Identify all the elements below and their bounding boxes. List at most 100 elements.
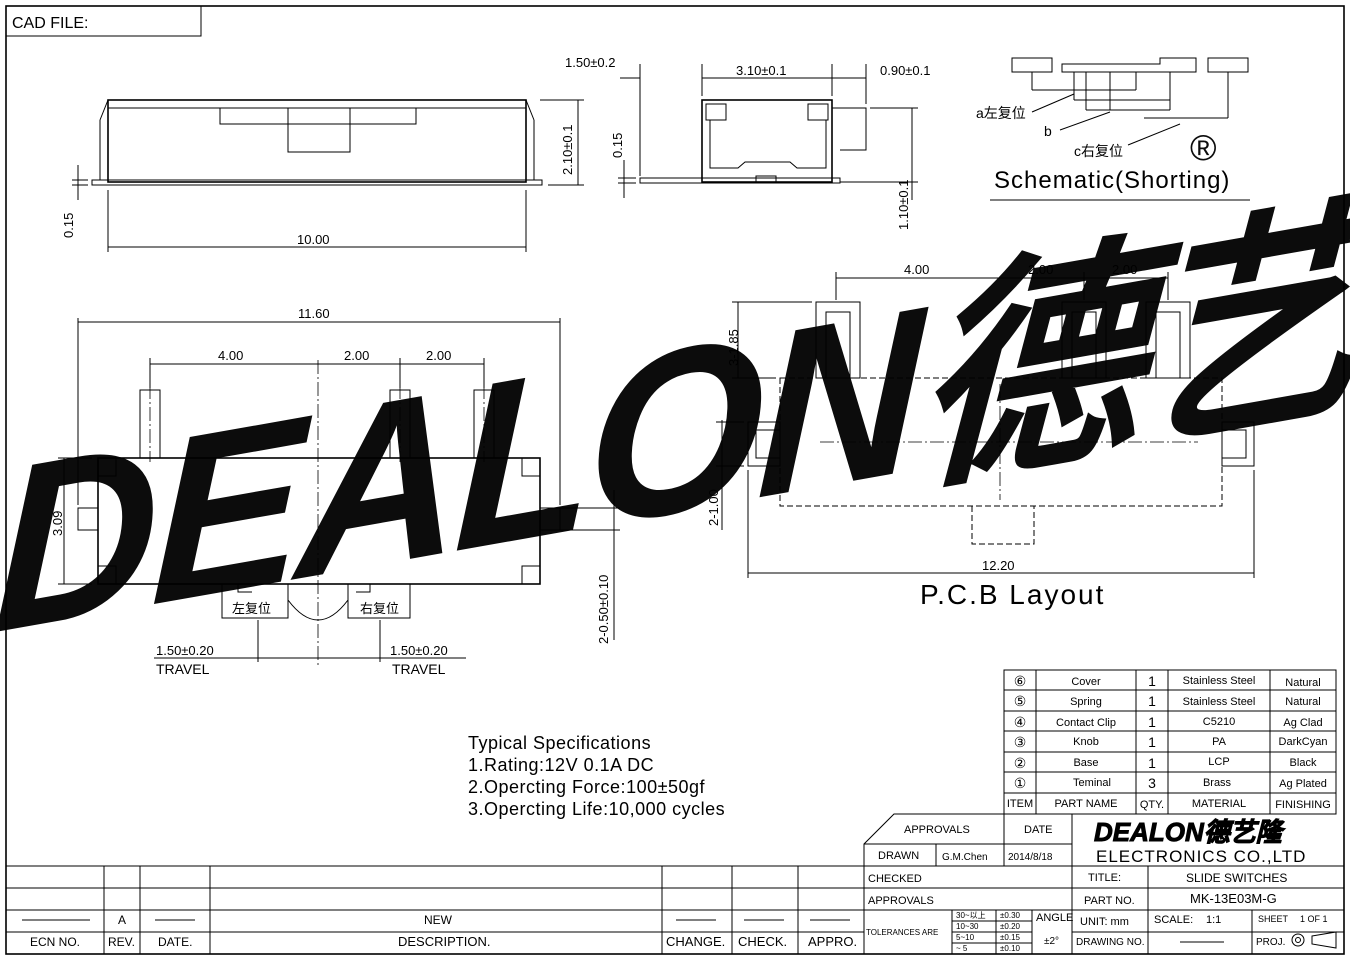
travel-label-left: TRAVEL [156, 661, 210, 677]
svg-text:PART NAME: PART NAME [1055, 798, 1118, 810]
svg-text:1: 1 [1148, 693, 1156, 709]
svg-text:Spring: Spring [1070, 696, 1102, 708]
svg-text:DarkCyan: DarkCyan [1279, 736, 1328, 748]
svg-text:Teminal: Teminal [1073, 777, 1111, 789]
angle-label: ANGLE [1036, 912, 1073, 924]
svg-text:Contact Clip: Contact Clip [1056, 717, 1116, 729]
date-label: DATE [1024, 824, 1053, 836]
svg-text:±0.20: ±0.20 [1000, 922, 1021, 931]
svg-text:Knob: Knob [1073, 736, 1099, 748]
dim-side-left: 1.50±0.2 [565, 55, 616, 70]
svg-text:3: 3 [1148, 775, 1156, 791]
svg-text:10~30: 10~30 [956, 922, 979, 931]
change-header: CHANGE. [666, 934, 725, 949]
svg-text:Cover: Cover [1071, 676, 1101, 688]
svg-text:Stainless Steel: Stainless Steel [1183, 675, 1256, 687]
dim-front-pitch-a: 4.00 [218, 348, 243, 363]
projection-icon [1291, 931, 1337, 949]
dim-pcb-pad: 3-1.85 [726, 329, 741, 366]
svg-text:±0.15: ±0.15 [1000, 933, 1021, 942]
schematic: a左复位 b c右复位 Schematic(Shorting) [976, 57, 1250, 201]
description-header: DESCRIPTION. [398, 934, 490, 949]
dim-travel-right: 1.50±0.20 [390, 643, 448, 658]
drawing-frame [5, 5, 1345, 955]
dim-side-right: 0.90±0.1 [880, 63, 931, 78]
dim-top-height: 2.10±0.1 [560, 124, 575, 175]
pcb-title: P.C.B Layout [920, 579, 1105, 610]
spec-line-3: 3.Opercting Life:10,000 cycles [468, 799, 725, 819]
svg-text:1: 1 [1148, 714, 1156, 730]
svg-text:PA: PA [1212, 736, 1227, 748]
dim-pcb-pitch-c: 2.00 [1112, 262, 1137, 277]
tolerances-label: TOLERANCES ARE [866, 928, 938, 937]
svg-text:±0.30: ±0.30 [1000, 911, 1021, 920]
side-view: 1.50±0.2 3.10±0.1 0.90±0.1 0.15 1.10±0.1 [565, 55, 931, 230]
dim-front-pitch-b: 2.00 [344, 348, 369, 363]
svg-text:⑥: ⑥ [1014, 673, 1027, 689]
svg-text:Natural: Natural [1285, 677, 1320, 689]
drawing-no-label: DRAWING NO. [1076, 937, 1145, 948]
ecn-header: ECN NO. [30, 935, 80, 949]
top-view: 10.00 2.10±0.1 0.15 [61, 99, 584, 252]
schematic-title: Schematic(Shorting) [994, 167, 1230, 194]
svg-text:ITEM: ITEM [1007, 798, 1033, 810]
spec-heading: Typical Specifications [468, 733, 651, 753]
sheet-value: 1 OF 1 [1300, 914, 1328, 924]
rev-value: A [118, 913, 126, 927]
proj-label: PROJ. [1256, 937, 1285, 948]
dim-front-overall: 11.60 [298, 306, 330, 321]
svg-text:①: ① [1014, 775, 1027, 791]
drawn-label: DRAWN [878, 850, 919, 862]
title-label: TITLE: [1088, 872, 1121, 884]
drawn-by: G.M.Chen [942, 852, 988, 863]
description-value: NEW [424, 913, 453, 927]
svg-text:Stainless Steel: Stainless Steel [1183, 696, 1256, 708]
bom-row: ⑥ Cover 1 Stainless Steel Natural [1014, 673, 1321, 689]
specifications: Typical Specifications 1.Rating:12V 0.1A… [468, 733, 725, 819]
appro-header: APPRO. [808, 934, 857, 949]
date-header: DATE. [158, 935, 192, 949]
right-reset-label: 右复位 [360, 601, 399, 616]
svg-text:Ag Clad: Ag Clad [1283, 717, 1322, 729]
part-no-label: PART NO. [1084, 895, 1135, 907]
svg-text:Ag Plated: Ag Plated [1279, 778, 1327, 790]
rev-header: REV. [108, 935, 135, 949]
svg-text:③: ③ [1014, 734, 1027, 750]
part-no-value: MK-13E03M-G [1190, 891, 1277, 906]
dim-pcb-width: 12.20 [982, 558, 1015, 573]
spec-line-1: 1.Rating:12V 0.1A DC [468, 755, 654, 775]
dim-side-pin: 1.10±0.1 [896, 179, 911, 230]
dim-front-pitch-c: 2.00 [426, 348, 451, 363]
dim-front-height: 3.09 [50, 511, 65, 536]
svg-text:~ 5: ~ 5 [956, 944, 968, 953]
travel-label-right: TRAVEL [392, 661, 446, 677]
front-view: 左复位 右复位 11.60 4.00 2.00 2.00 3.09 2-0.50… [50, 306, 620, 677]
checked-label: CHECKED [868, 873, 922, 885]
svg-text:Black: Black [1290, 757, 1317, 769]
svg-text:1: 1 [1148, 734, 1156, 750]
company-name: ELECTRONICS CO.,LTD [1096, 847, 1306, 866]
cad-file-box [5, 5, 202, 37]
cad-file-label: CAD FILE: [12, 15, 88, 32]
approvals-label: APPROVALS [904, 824, 970, 836]
revision-block: ECN NO. REV. DATE. DESCRIPTION. CHANGE. … [6, 865, 865, 954]
schematic-c-label: c右复位 [1074, 143, 1123, 159]
dim-top-width: 10.00 [297, 232, 330, 247]
svg-text:④: ④ [1014, 714, 1027, 730]
left-reset-label: 左复位 [232, 601, 271, 616]
pcb-layout: 4.00 2.00 2.00 3-1.85 2-1.00 12.20 P.C.B… [706, 262, 1255, 610]
dim-pcb-side-pad: 2-1.00 [706, 489, 721, 526]
dim-travel-left: 1.50±0.20 [156, 643, 214, 658]
svg-text:Base: Base [1073, 757, 1098, 769]
bom-row: ④ Contact Clip 1 C5210 Ag Clad [1014, 714, 1323, 730]
svg-text:LCP: LCP [1208, 756, 1229, 768]
svg-text:②: ② [1014, 755, 1027, 771]
title-value: SLIDE SWITCHES [1186, 871, 1287, 885]
svg-text:MATERIAL: MATERIAL [1192, 798, 1246, 810]
svg-text:FINISHING: FINISHING [1275, 799, 1331, 811]
company-logo: DEALON德艺隆 [1094, 817, 1286, 847]
svg-text:5~10: 5~10 [956, 933, 975, 942]
scale-label: SCALE: [1154, 914, 1193, 926]
approvals2-label: APPROVALS [868, 895, 934, 907]
